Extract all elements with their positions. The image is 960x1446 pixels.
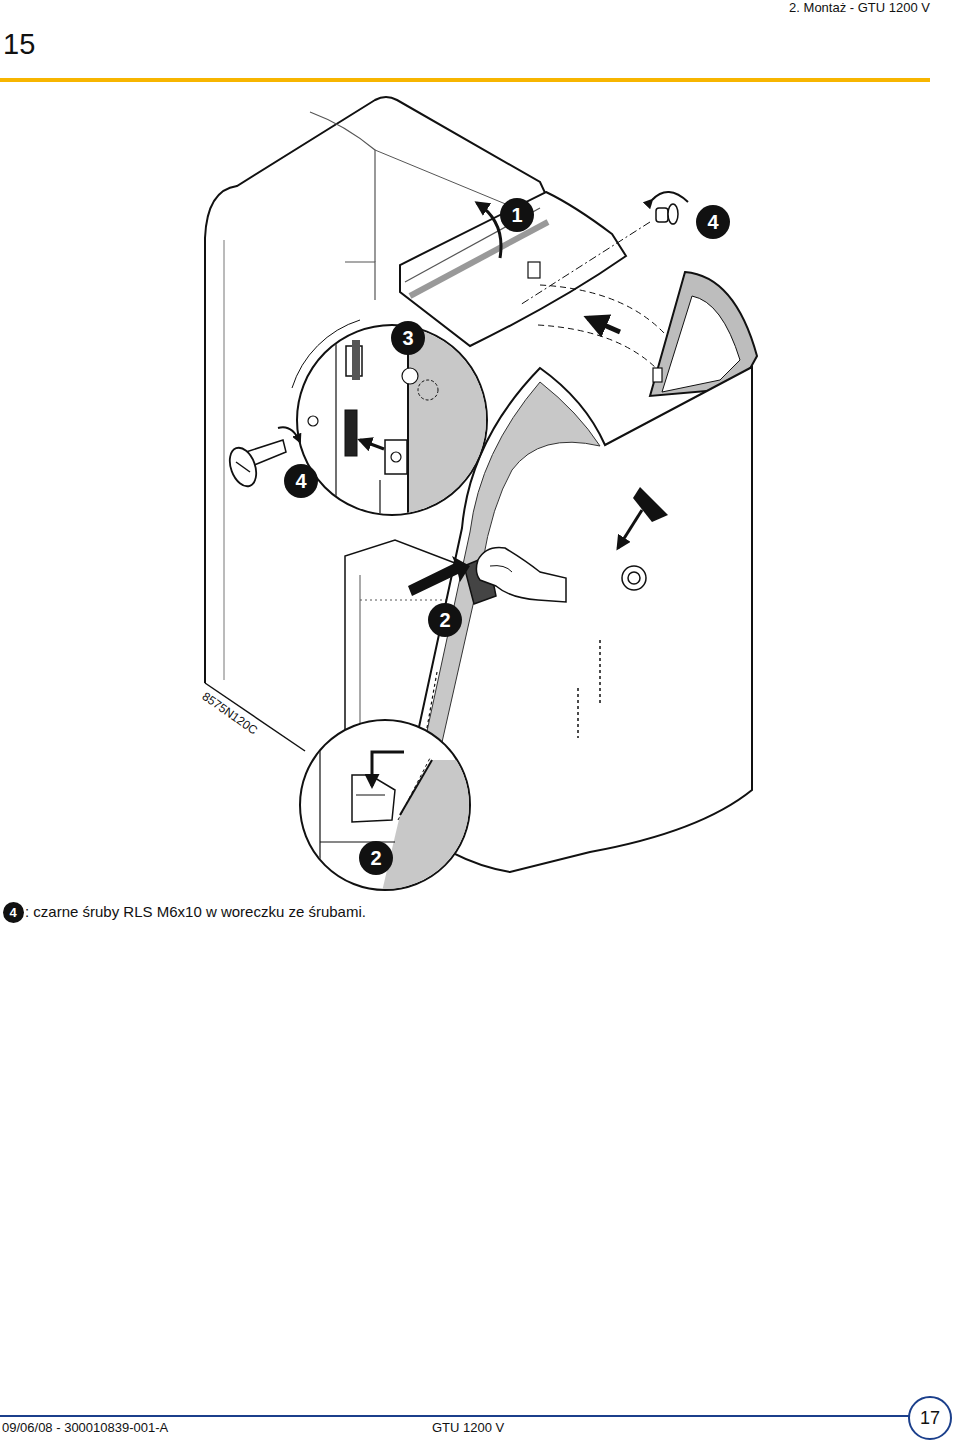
- page-number: 17: [908, 1396, 952, 1440]
- footer-rule: [0, 1415, 910, 1417]
- callout-number: 2: [359, 841, 393, 875]
- bottom-hook: [356, 795, 385, 796]
- drawing-code: 8575N120C: [199, 690, 259, 738]
- pin-position: [418, 380, 438, 400]
- housing-base-edge: [205, 683, 305, 751]
- hinge-bracket: [352, 340, 360, 380]
- callout-text: 3: [402, 328, 413, 348]
- side-panel-inner: [662, 296, 740, 392]
- callout-text: 2: [439, 610, 450, 630]
- panel-hook: [391, 452, 401, 462]
- hand: [476, 548, 566, 603]
- housing-outline: [205, 97, 547, 683]
- screw-hole: [308, 416, 318, 426]
- panel-slot: [427, 672, 437, 728]
- screw-head: [236, 462, 250, 472]
- panel-slot: [599, 640, 601, 705]
- panel-hole: [622, 566, 646, 590]
- lid-bracket: [528, 262, 540, 278]
- header-rule: [0, 78, 930, 82]
- callout-number: 4: [696, 205, 730, 239]
- lift-arrow: [477, 203, 501, 258]
- lid-groove: [410, 222, 548, 296]
- legend-note: : czarne śruby RLS M6x10 w woreczku ze ś…: [25, 903, 366, 920]
- callout-number: 3: [391, 321, 425, 355]
- inner-frame: [360, 600, 455, 601]
- screw: [656, 208, 668, 222]
- section-header: 2. Montaż - GTU 1200 V: [789, 1, 930, 16]
- document-code: 09/06/08 - 300010839-001-A: [2, 1421, 168, 1436]
- frame-edge: [379, 480, 380, 520]
- lower-arrow: [372, 752, 404, 786]
- push-arrow: [588, 318, 620, 332]
- figure-number: 15: [3, 28, 35, 61]
- hand: [490, 566, 512, 572]
- callout-number: 1: [500, 198, 534, 232]
- housing-inner-edge: [345, 262, 375, 300]
- frame-edge: [335, 320, 336, 520]
- push-arrow: [408, 556, 470, 596]
- panel-clip: [653, 368, 662, 382]
- top-lid: [400, 192, 626, 346]
- panel-edge: [408, 320, 508, 520]
- insert-arrow: [360, 440, 384, 449]
- callout-text: 4: [707, 212, 718, 232]
- panel-hole: [628, 572, 640, 584]
- screw-head: [668, 204, 678, 224]
- panel-slot: [577, 688, 579, 738]
- frame-edge: [319, 720, 320, 890]
- callout-text: 17: [920, 1409, 940, 1427]
- callout-number: 4: [284, 464, 318, 498]
- housing-top-edge: [310, 112, 375, 262]
- panel-edge: [398, 758, 430, 820]
- slot: [345, 410, 357, 456]
- screw-axis: [520, 222, 650, 305]
- guide-line: [540, 285, 672, 342]
- screw-head: [225, 444, 261, 490]
- callout-text: 4: [295, 471, 306, 491]
- tilt-arrow: [618, 510, 642, 548]
- guide-line: [538, 325, 660, 372]
- pin: [402, 368, 418, 384]
- panel-edge: [380, 760, 520, 900]
- legend-callout: 4: [3, 902, 24, 923]
- callout-number: 2: [428, 603, 462, 637]
- housing-inner-edge: [224, 240, 225, 680]
- footer-title: GTU 1200 V: [432, 1421, 504, 1436]
- callout-text: 1: [511, 205, 522, 225]
- inner-frame: [360, 575, 361, 730]
- callout-text: 2: [370, 848, 381, 868]
- rotate-arrow: [652, 192, 688, 202]
- panel-hook: [385, 440, 407, 474]
- callout-text: 4: [9, 906, 16, 919]
- housing-top-edge: [375, 150, 520, 210]
